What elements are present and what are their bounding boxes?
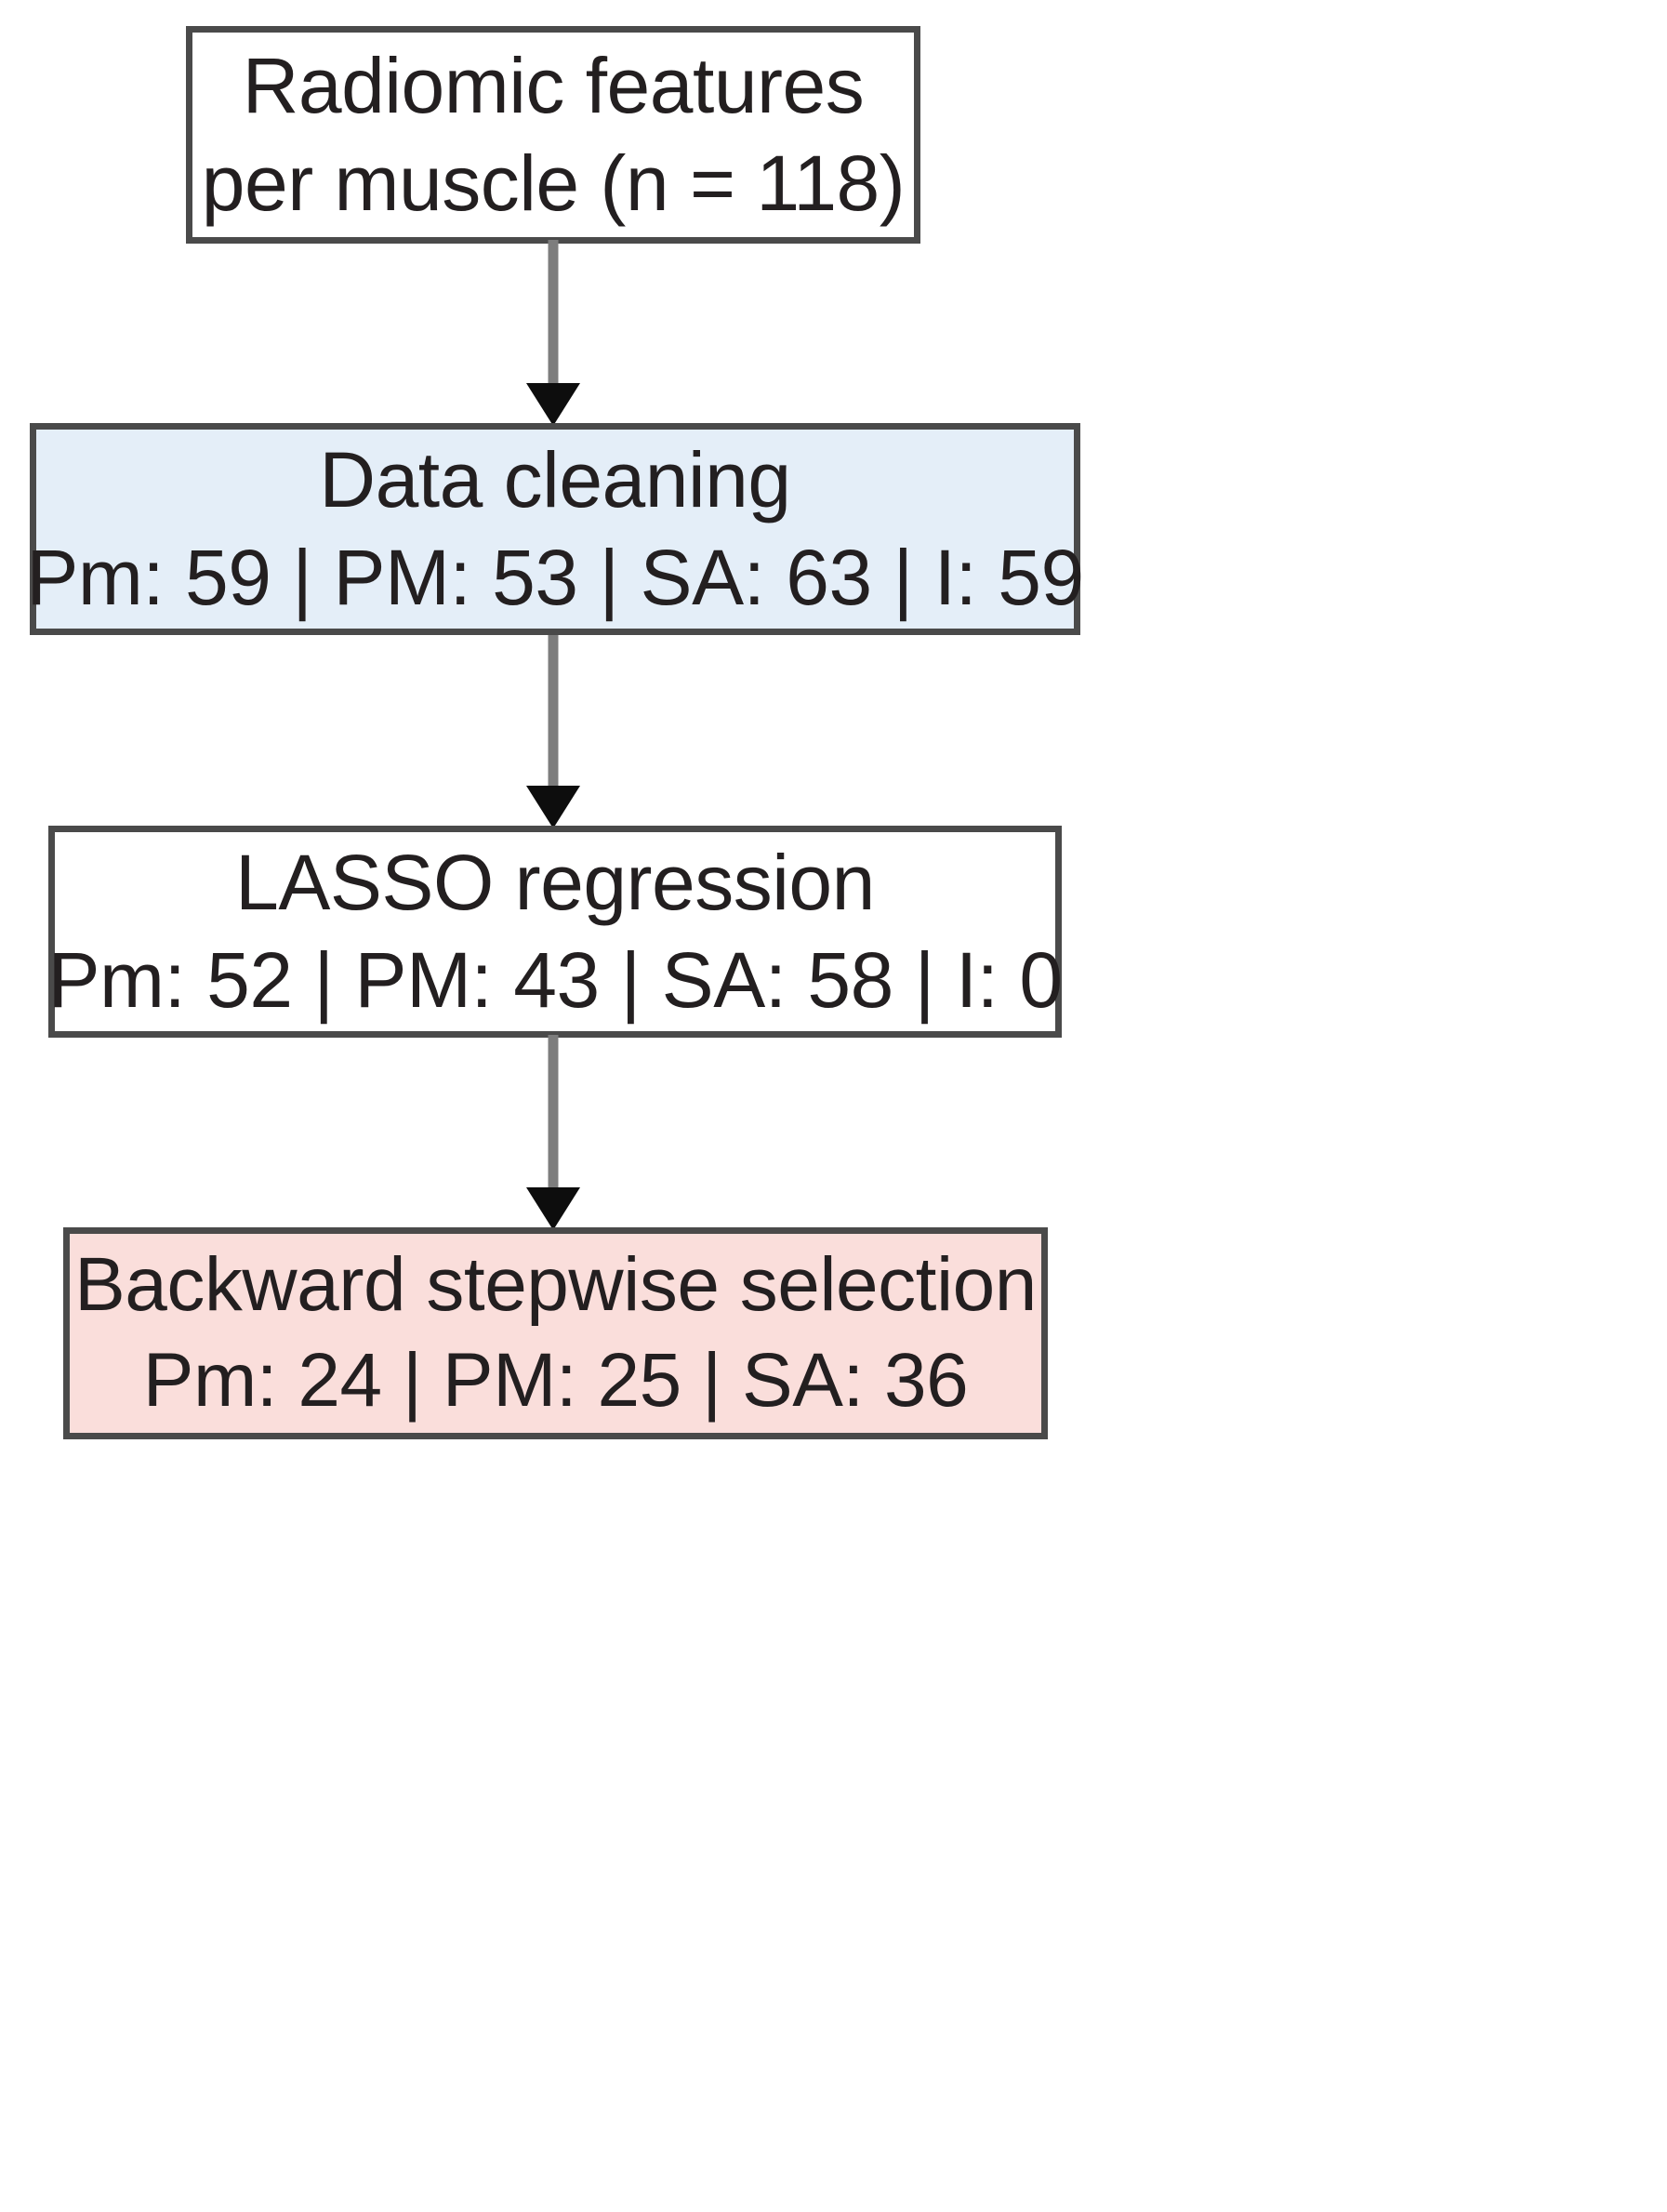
node-title-backward-stepwise-selection: Backward stepwise selection xyxy=(74,1242,1037,1328)
flow-node-backward-stepwise-selection: Backward stepwise selection Pm: 24 | PM:… xyxy=(63,1227,1048,1439)
node-title-lasso-regression: LASSO regression xyxy=(235,838,875,926)
arrow-radiomic-features-to-data-cleaning xyxy=(521,240,586,426)
arrow-lasso-regression-to-backward-stepwise xyxy=(521,1035,586,1230)
flow-node-data-cleaning: Data cleaning Pm: 59 | PM: 53 | SA: 63 |… xyxy=(26,423,1084,635)
arrow-head-icon xyxy=(526,786,580,828)
node-counts-radiomic-features: per muscle (n = 118) xyxy=(201,139,906,227)
arrow-shaft xyxy=(548,240,559,383)
arrow-data-cleaning-to-lasso-regression xyxy=(521,635,586,828)
node-title-data-cleaning: Data cleaning xyxy=(319,435,791,523)
flow-node-radiomic-features: Radiomic features per muscle (n = 118) xyxy=(186,26,920,244)
arrow-head-icon xyxy=(526,1187,580,1230)
node-counts-data-cleaning: Pm: 59 | PM: 53 | SA: 63 | I: 59 xyxy=(26,534,1084,621)
arrow-shaft xyxy=(548,635,559,786)
arrow-shaft xyxy=(548,1035,559,1187)
arrow-head-icon xyxy=(526,383,580,426)
node-counts-backward-stepwise-selection: Pm: 24 | PM: 25 | SA: 36 xyxy=(142,1338,969,1423)
flow-node-lasso-regression: LASSO regression Pm: 52 | PM: 43 | SA: 5… xyxy=(47,826,1063,1038)
node-counts-lasso-regression: Pm: 52 | PM: 43 | SA: 58 | I: 0 xyxy=(47,936,1063,1024)
node-title-radiomic-features: Radiomic features xyxy=(242,41,865,129)
